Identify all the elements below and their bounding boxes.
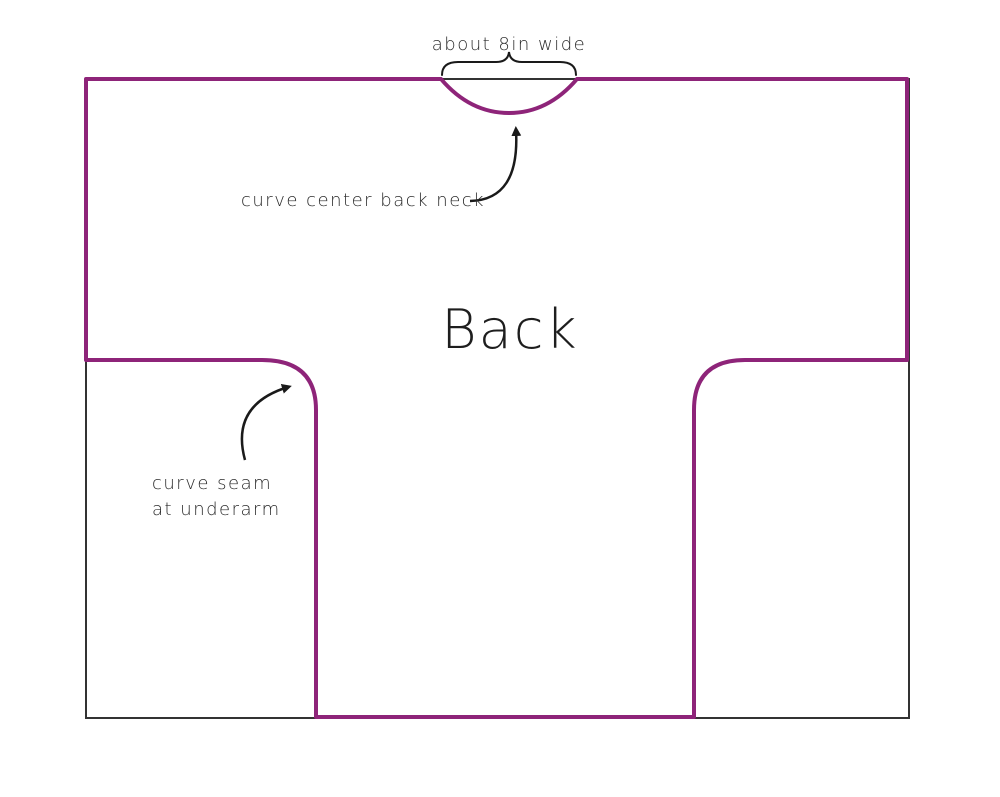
seam-line <box>84 77 909 719</box>
underarm-note-line2: at underarm <box>152 499 281 520</box>
neck-width-brace <box>441 51 577 76</box>
fabric-rectangle <box>85 78 910 719</box>
neck-note-label: curve center back neck <box>241 190 485 211</box>
piece-title: Back <box>441 298 578 361</box>
underarm-note-line1: curve seam <box>152 473 272 494</box>
neck-width-label: about 8in wide <box>432 34 586 55</box>
neck-arrow <box>469 126 522 203</box>
underarm-arrow <box>240 384 292 461</box>
